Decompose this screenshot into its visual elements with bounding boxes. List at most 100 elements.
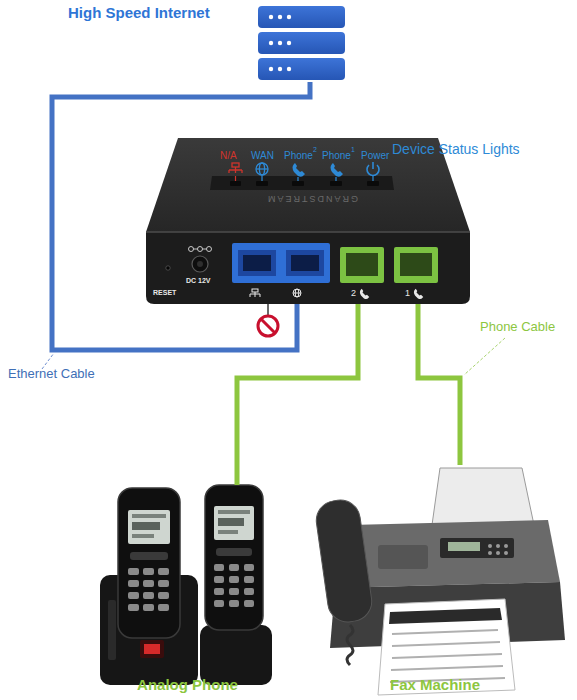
status-label: Power (361, 150, 389, 162)
node-text: High Speed Internet (68, 4, 210, 21)
analog-phone-illustration (143, 592, 154, 599)
analog-phone-illustration (132, 522, 160, 530)
analog-phone-illustration (128, 568, 139, 575)
phone-cable (418, 304, 460, 465)
fax-machine-illustration (488, 544, 492, 548)
fax-machine-illustration (390, 630, 505, 682)
phone-port (340, 247, 384, 283)
analog-phone-illustration (244, 588, 254, 595)
ethernet-port (291, 255, 319, 271)
server-icon (278, 41, 282, 45)
node-text: GRANDSTREAM (237, 194, 387, 204)
analog-phone-illustration (214, 600, 224, 607)
analog-phone-illustration (158, 592, 169, 599)
status-label: N/A (220, 150, 237, 162)
status-light (367, 181, 379, 186)
analog-phone-illustration (144, 644, 160, 654)
analog-phone-illustration (244, 600, 254, 607)
light-leads (335, 177, 336, 181)
lan-icon (229, 163, 242, 173)
ethernet-port (243, 255, 271, 271)
server-icon (269, 15, 273, 19)
fax-machine-illustration (488, 551, 492, 555)
server-icon (287, 67, 291, 71)
analog-phone-illustration (100, 485, 272, 685)
analog-phone-illustration (132, 534, 154, 538)
analog-phone-illustration (128, 604, 139, 611)
cable-label: Phone Cable (480, 320, 555, 335)
fax-machine-illustration (378, 545, 428, 569)
fax-machine-illustration (504, 544, 508, 548)
polarity-symbol (207, 247, 212, 252)
fax-machine-illustration (389, 608, 502, 624)
polarity-symbol (189, 247, 212, 252)
fax-machine-illustration (448, 542, 480, 551)
port-number: 1 (351, 146, 355, 154)
server-icon (278, 67, 282, 71)
server-icon (287, 41, 291, 45)
ethernet-port (232, 243, 330, 283)
analog-phone-illustration (244, 564, 254, 571)
phone-icon (414, 289, 423, 299)
not-used-sign (267, 304, 269, 316)
node-text: Analog Phone (95, 676, 280, 693)
phone-port (394, 247, 438, 283)
server-icon (278, 15, 282, 19)
analog-phone-illustration (229, 564, 239, 571)
analog-phone-illustration (218, 510, 250, 514)
fax-machine-illustration (392, 642, 500, 646)
status-light (230, 181, 241, 186)
analog-phone-illustration (205, 485, 263, 630)
polarity-symbol (189, 247, 194, 252)
wan-icon (295, 289, 299, 297)
internet-server: High Speed Internet (62, 0, 350, 82)
light-leads (236, 176, 374, 181)
analog-phone-illustration (128, 510, 170, 544)
analog-phone-illustration (128, 568, 169, 611)
fax-machine-illustration (392, 630, 498, 634)
phone-port (400, 253, 432, 276)
analog-phone-illustration (229, 588, 239, 595)
analog-phone-illustration (143, 604, 154, 611)
ata-device (210, 176, 394, 190)
server-icon (269, 41, 273, 45)
analog-phone-illustration (214, 564, 224, 571)
not-used-sign (258, 304, 278, 336)
callout-label: Device Status Lights (392, 141, 520, 157)
lan-icon (232, 163, 239, 167)
port-number: 1 (405, 288, 410, 298)
wan-icon (293, 293, 301, 294)
not-used-sign (258, 316, 278, 336)
light-leads (261, 176, 262, 181)
fax-machine-illustration (440, 538, 514, 558)
fax-machine-illustration (391, 666, 503, 670)
analog-phone-illustration (214, 588, 224, 595)
analog-phone-illustration (128, 592, 139, 599)
analog-phone-illustration (143, 568, 154, 575)
analog-phone-illustration (130, 552, 168, 560)
analog-phone-illustration (140, 640, 164, 658)
analog-phone-illustration (218, 518, 244, 526)
globe-icon (256, 163, 268, 175)
ata-device (146, 231, 470, 233)
power-jack (197, 261, 203, 267)
fax-machine-illustration (314, 498, 375, 625)
light-leads (235, 176, 236, 181)
phone-port (346, 253, 378, 276)
cable-label: Ethernet Cable (8, 367, 95, 382)
status-light (330, 181, 342, 186)
fax-machine-illustration (432, 468, 534, 525)
ethernet-cable (52, 82, 310, 350)
analog-phone-illustration (158, 604, 169, 611)
port-number: 2 (313, 146, 317, 154)
analog-phone-illustration (244, 576, 254, 583)
reset-hole (166, 266, 170, 270)
analog-phone-illustration (214, 564, 254, 607)
lan-icon (250, 292, 260, 297)
server-icon (258, 32, 345, 54)
phone-cable (237, 304, 358, 485)
server-icon (258, 6, 345, 80)
analog-phone-illustration (214, 506, 254, 540)
analog-phone-illustration (108, 600, 116, 660)
